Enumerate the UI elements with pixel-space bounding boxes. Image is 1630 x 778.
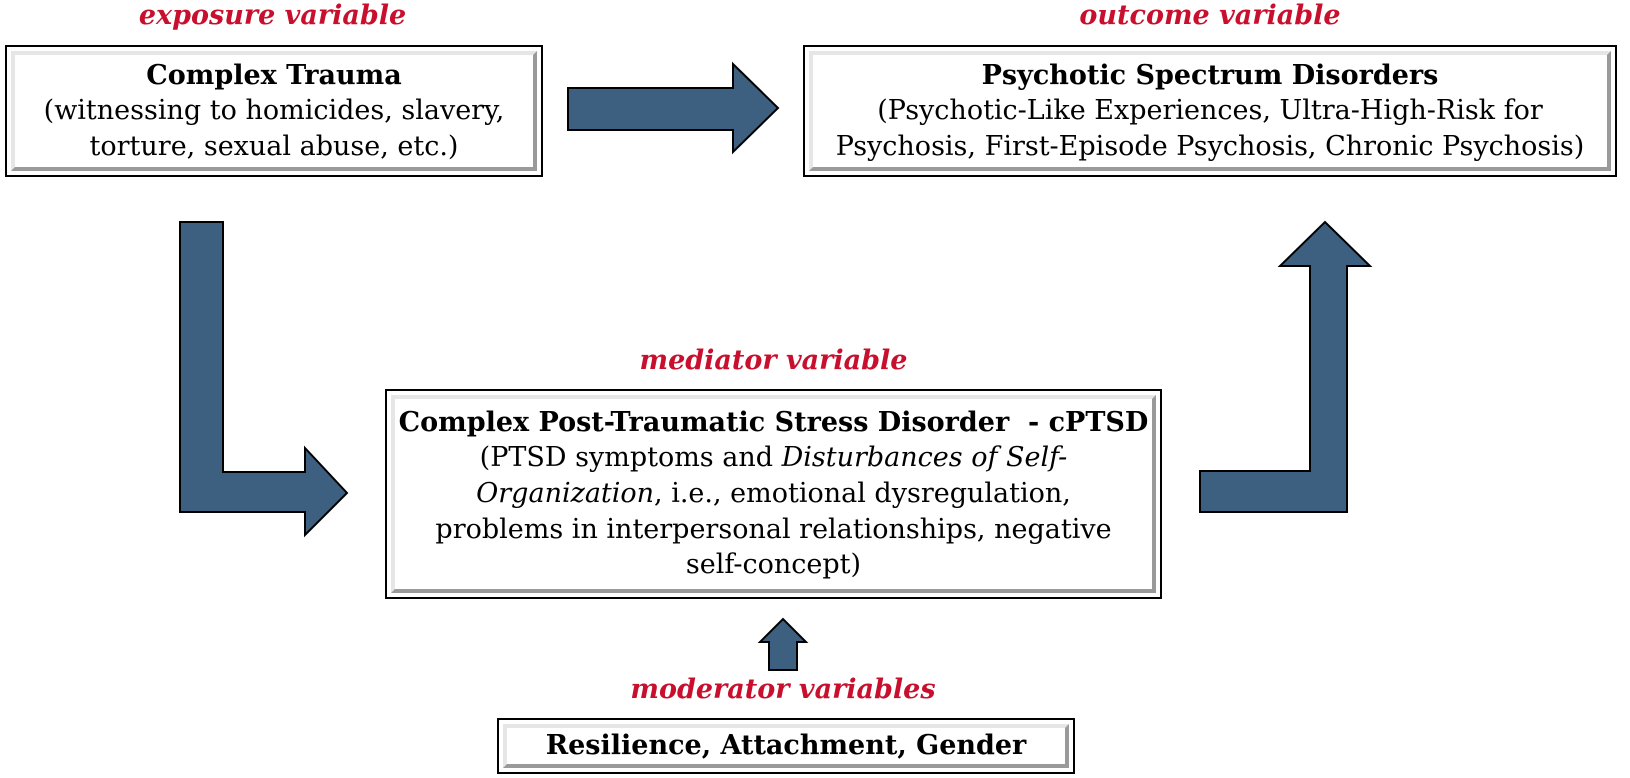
exposure-title: Complex Trauma [146,59,402,91]
mediator-description-part2: , i.e., emotional dysregulation, problem… [435,477,1112,581]
moderator-variables-label: moderator variables [630,674,936,705]
mediator-description-part1: (PTSD symptoms and [479,441,782,473]
exposure-variable-label: exposure variable [138,0,407,31]
outcome-title: Psychotic Spectrum Disorders [981,59,1439,91]
arrow-exposure-to-outcome [567,61,780,155]
moderator-box: Resilience, Attachment, Gender [497,718,1075,774]
mediator-box-inner: Complex Post-Traumatic Stress Disorder -… [391,395,1156,593]
outcome-description: (Psychotic-Like Experiences, Ultra-High-… [835,94,1585,162]
arrow-moderator-to-mediator [757,617,809,671]
mediator-description: (PTSD symptoms and Disturbances of Self-… [395,440,1152,584]
arrow-exposure-to-mediator [179,221,349,538]
mediator-description-italic: Disturbances of Self-Organization [476,441,1068,509]
exposure-description: (witnessing to homicides, slavery, tortu… [43,94,505,162]
outcome-variable-label: outcome variable [1079,0,1341,31]
exposure-box-inner: Complex Trauma (witnessing to homicides,… [11,51,537,171]
mediator-variable-label: mediator variable [639,345,908,376]
outcome-box: Psychotic Spectrum Disorders (Psychotic-… [803,45,1617,177]
mediator-box: Complex Post-Traumatic Stress Disorder -… [385,389,1162,599]
arrow-mediator-to-outcome [1199,220,1373,513]
outcome-box-inner: Psychotic Spectrum Disorders (Psychotic-… [809,51,1611,171]
moderator-box-inner: Resilience, Attachment, Gender [503,724,1069,768]
exposure-box: Complex Trauma (witnessing to homicides,… [5,45,543,177]
moderator-title: Resilience, Attachment, Gender [545,730,1027,762]
mediator-title: Complex Post-Traumatic Stress Disorder -… [398,406,1149,438]
